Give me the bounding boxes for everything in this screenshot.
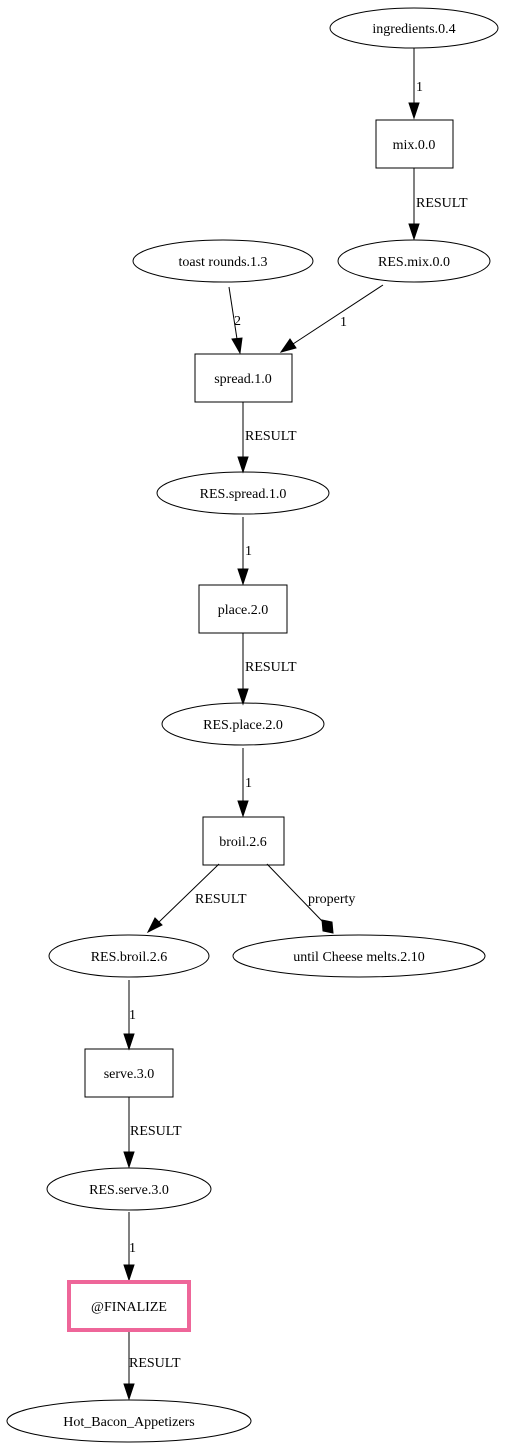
edge-serve-to-res-serve: RESULT: [123, 1097, 182, 1169]
node-spread: spread.1.0: [194, 353, 293, 403]
node-label: Hot_Bacon_Appetizers: [63, 1415, 194, 1430]
edge-label: 1: [129, 1008, 136, 1023]
arrowhead-icon: [146, 917, 163, 934]
arrowhead-icon: [237, 688, 249, 706]
node-label: place.2.0: [218, 603, 269, 618]
arrowhead-icon: [408, 223, 420, 241]
node-label: RES.spread.1.0: [200, 487, 287, 502]
arrowhead-icon: [237, 568, 249, 586]
node-res-broil: RES.broil.2.6: [48, 934, 210, 978]
edge-broil-to-until-cheese: property: [266, 863, 355, 934]
node-broil: broil.2.6: [202, 816, 285, 866]
arrowhead-icon: [237, 800, 249, 818]
node-label: RES.mix.0.0: [378, 255, 450, 270]
edge-place-to-res-place: RESULT: [237, 633, 297, 706]
edge-label: 1: [416, 80, 423, 95]
node-label: broil.2.6: [219, 835, 266, 850]
node-res-serve: RES.serve.3.0: [46, 1167, 212, 1211]
arrowhead-icon: [279, 338, 297, 353]
edge-finalize-to-hot-bacon: RESULT: [123, 1331, 181, 1401]
edge-label: 1: [129, 1241, 136, 1256]
edge-label: RESULT: [195, 892, 247, 907]
edge-label: RESULT: [245, 429, 297, 444]
node-label: spread.1.0: [214, 372, 272, 387]
node-mix: mix.0.0: [375, 119, 454, 169]
node-label: toast rounds.1.3: [178, 255, 267, 270]
node-until-cheese-melts: until Cheese melts.2.10: [232, 934, 486, 978]
edge-label: 1: [340, 315, 347, 330]
arrowhead-icon: [123, 1151, 135, 1169]
node-label: @FINALIZE: [91, 1300, 167, 1315]
edge-ingredients-to-mix: 1: [408, 48, 423, 120]
arrowhead-icon: [408, 102, 420, 120]
edge-label: RESULT: [416, 196, 468, 211]
node-ingredients: ingredients.0.4: [329, 7, 499, 49]
finalize-highlight-box: [67, 1280, 191, 1332]
node-label: ingredients.0.4: [372, 22, 455, 37]
node-label: RES.place.2.0: [203, 718, 283, 733]
edge-label: RESULT: [130, 1124, 182, 1139]
edge-label: 1: [245, 776, 252, 791]
node-toast-rounds: toast rounds.1.3: [132, 239, 314, 283]
edge-mix-to-res-mix: RESULT: [408, 168, 468, 241]
node-label: RES.serve.3.0: [89, 1183, 169, 1198]
arrowhead-icon: [237, 456, 249, 474]
arrowhead-icon: [123, 1383, 135, 1401]
edge-label: 1: [245, 544, 252, 559]
arrowhead-icon: [123, 1033, 135, 1051]
edge-toast-to-spread: 2: [228, 286, 243, 355]
edge-broil-to-res-broil: RESULT: [146, 863, 247, 934]
edge-spread-to-res-spread: RESULT: [237, 402, 297, 474]
edge-label: property: [308, 892, 355, 907]
edge-label: RESULT: [245, 660, 297, 675]
edge-res-serve-to-finalize: 1: [123, 1212, 136, 1282]
node-label: RES.broil.2.6: [91, 950, 168, 965]
edge-res-mix-to-spread: 1: [279, 284, 384, 353]
node-label: mix.0.0: [393, 138, 436, 153]
arrowhead-icon: [231, 337, 243, 355]
node-label: serve.3.0: [104, 1067, 155, 1082]
edge-res-spread-to-place: 1: [237, 517, 252, 586]
arrowhead-icon: [123, 1264, 135, 1282]
node-hot-bacon-appetizers: Hot_Bacon_Appetizers: [6, 1399, 252, 1443]
edge-res-broil-to-serve: 1: [123, 980, 136, 1051]
node-res-spread: RES.spread.1.0: [156, 471, 330, 515]
node-serve: serve.3.0: [84, 1048, 174, 1098]
node-place: place.2.0: [198, 584, 288, 634]
node-res-place: RES.place.2.0: [161, 702, 325, 746]
edge-res-place-to-broil: 1: [237, 748, 252, 818]
node-finalize: @FINALIZE: [67, 1280, 191, 1332]
edge-label: RESULT: [129, 1356, 181, 1371]
diamond-arrowhead-icon: [321, 919, 334, 934]
edge-label: 2: [234, 314, 241, 329]
node-res-mix: RES.mix.0.0: [337, 239, 491, 283]
node-label: until Cheese melts.2.10: [293, 950, 424, 965]
